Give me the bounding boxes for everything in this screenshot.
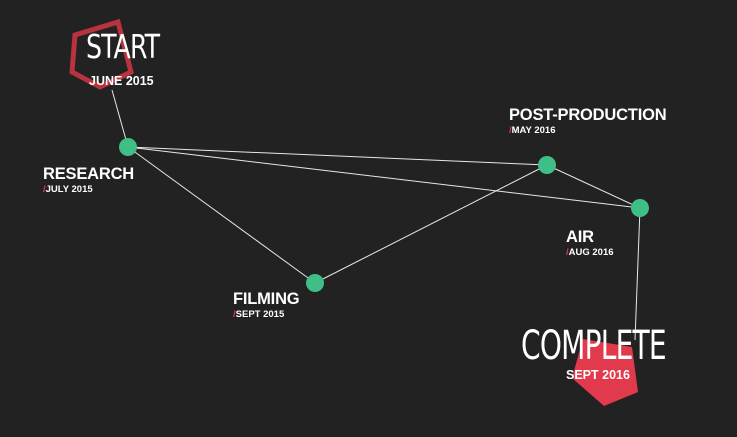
complete-title: COMPLETE <box>521 323 667 369</box>
line-research-air <box>127 146 641 209</box>
milestone-date: /MAY 2016 <box>509 125 556 136</box>
milestone-name: RESEARCH <box>43 165 134 183</box>
node-post-production[interactable] <box>538 156 556 174</box>
line-filming-post <box>314 164 548 284</box>
milestone-date: /AUG 2016 <box>566 247 614 258</box>
milestone-name: AIR <box>566 228 594 246</box>
node-research[interactable] <box>119 138 137 156</box>
milestone-name: FILMING <box>233 290 300 308</box>
complete-pentagon-icon <box>572 339 638 406</box>
complete-date: SEPT 2016 <box>566 368 630 382</box>
milestone-date: /SEPT 2015 <box>233 309 285 320</box>
line-post-air <box>546 164 641 209</box>
milestone-research: RESEARCH /JULY 2015 <box>43 164 134 196</box>
start-title: START <box>86 27 160 66</box>
line-research-post <box>127 146 548 166</box>
line-start-research <box>111 89 129 148</box>
milestone-date: /JULY 2015 <box>43 184 93 195</box>
start-pentagon-icon <box>69 18 134 90</box>
node-filming[interactable] <box>306 274 324 292</box>
node-air[interactable] <box>631 199 649 217</box>
start-date: JUNE 2015 <box>89 74 154 88</box>
milestone-name: POST-PRODUCTION <box>509 106 667 124</box>
line-research-filming <box>127 146 316 284</box>
milestone-post-production: POST-PRODUCTION /MAY 2016 <box>509 105 667 137</box>
line-air-complete <box>634 207 641 341</box>
milestone-filming: FILMING /SEPT 2015 <box>233 289 300 321</box>
milestone-air: AIR /AUG 2016 <box>566 227 614 259</box>
